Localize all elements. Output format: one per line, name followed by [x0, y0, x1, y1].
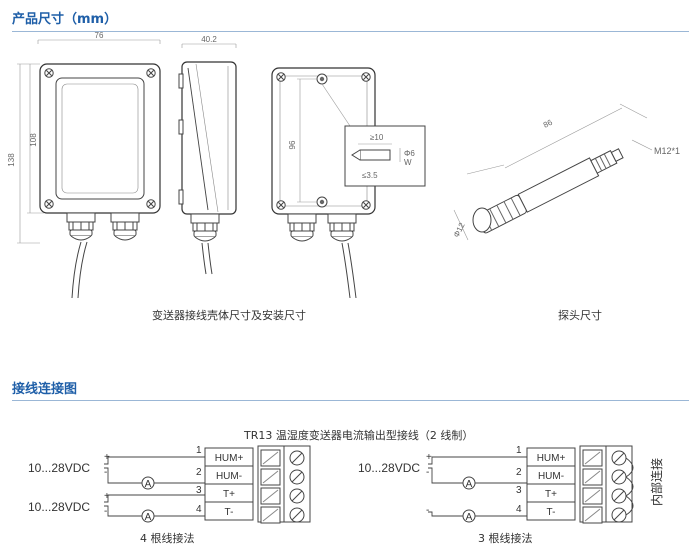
side-view: 40.2	[178, 35, 237, 275]
dim-body-height: 108	[29, 133, 38, 147]
dim-mount-height: 96	[288, 140, 297, 149]
product-dimensions-title: 产品尺寸（mm）	[12, 12, 118, 27]
dim-probe-length: 86	[542, 117, 555, 129]
dim-slot-width: Φ6	[404, 149, 415, 158]
dim-slot-w: W	[404, 158, 412, 167]
wiring-title: 接线连接图	[12, 382, 78, 397]
front-view: 76 138 108	[7, 31, 161, 299]
dim-depth: 40.2	[201, 35, 217, 44]
dim-probe-diameter: Φ12	[452, 221, 467, 239]
back-view: 96 ≥10 Φ6 W ≤3.5	[271, 67, 426, 299]
three-wire-caption: 3 根线接法	[478, 532, 533, 545]
dim-total-height: 138	[7, 153, 16, 167]
probe-caption: 探头尺寸	[558, 309, 602, 322]
section-divider	[12, 400, 689, 401]
wiring-diagram-title: TR13 温湿度变送器电流输出型接线（2 线制）	[244, 429, 474, 442]
probe-view: 86 Φ12 M12*1	[452, 103, 680, 241]
dim-width: 76	[95, 31, 104, 40]
dim-slot-max: ≤3.5	[362, 171, 378, 180]
section-divider	[12, 31, 689, 32]
housing-caption: 变送器接线壳体尺寸及安装尺寸	[152, 309, 306, 322]
dim-probe-thread: M12*1	[654, 146, 680, 156]
four-wire-caption: 4 根线接法	[140, 532, 195, 545]
dim-slot-min: ≥10	[370, 133, 384, 142]
